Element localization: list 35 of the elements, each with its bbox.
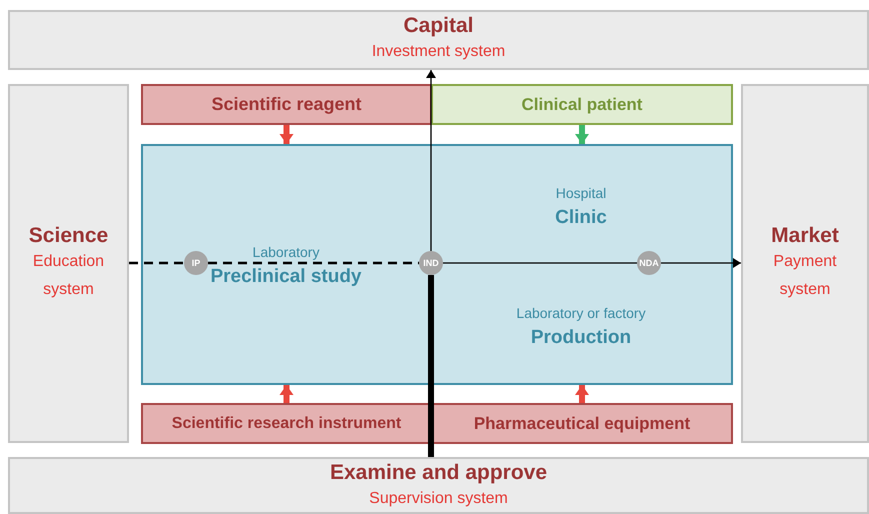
panel-subtitle: Education system: [32, 252, 106, 300]
connector-line: [129, 262, 184, 264]
input-bar: Scientific reagent: [141, 84, 432, 125]
panel-title: Market: [771, 224, 839, 248]
block-arrow: [575, 125, 589, 144]
side-panel: [8, 84, 129, 443]
place-label: Laboratory or factory: [516, 305, 646, 321]
heading-panel: [8, 457, 869, 514]
stage-title: Clinic: [555, 207, 607, 229]
heading-panel: [8, 10, 869, 70]
block-arrow: [575, 385, 589, 403]
connector-line: [208, 262, 419, 264]
stage-title: Production: [530, 327, 632, 349]
stage-panel: [141, 144, 733, 385]
block-arrow: [280, 385, 294, 403]
place-label: Hospital: [556, 185, 606, 201]
panel-title: Examine and approve: [330, 461, 548, 485]
panel-subtitle: Payment system: [772, 252, 838, 300]
arrow: [426, 70, 436, 251]
stage-title: Preclinical study: [210, 266, 362, 288]
panel-title: Capital: [403, 14, 474, 38]
place-label: Laboratory: [252, 244, 320, 260]
panel-subtitle: Supervision system: [369, 489, 508, 509]
connector-line: [443, 262, 637, 264]
input-bar: Pharmaceutical equipment: [431, 403, 733, 444]
milestone-circle: IND: [419, 251, 443, 275]
connector-line: [428, 275, 434, 457]
milestone-circle: IP: [184, 251, 208, 275]
arrow: [661, 258, 741, 268]
panel-subtitle: Investment system: [372, 42, 506, 62]
block-arrow: [280, 125, 294, 144]
input-bar: Clinical patient: [431, 84, 733, 125]
side-panel: [741, 84, 869, 443]
panel-title: Science: [28, 224, 108, 248]
milestone-circle: NDA: [637, 251, 661, 275]
